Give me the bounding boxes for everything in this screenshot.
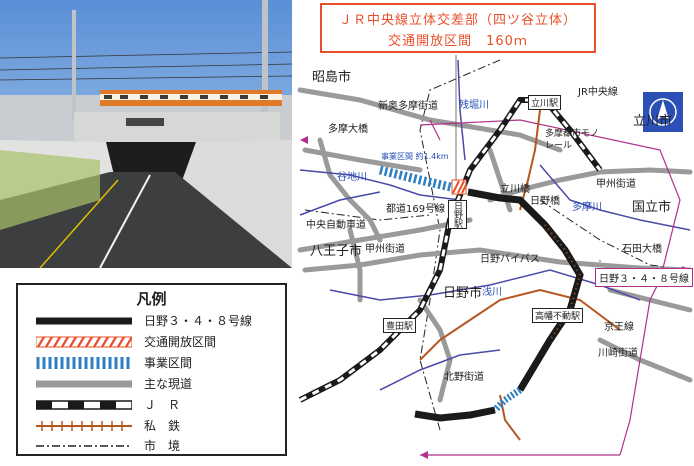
legend-title: 凡例 — [136, 290, 167, 308]
blue-striped-line-icon — [36, 357, 130, 369]
legend-item-opened: 交通開放区間 — [18, 332, 285, 352]
map-label-kunitachi: 国立市 — [632, 200, 672, 215]
map-label-tama-ohashi: 多摩大橋 — [328, 124, 368, 135]
map-label-keio-line: 京王線 — [604, 322, 634, 333]
legend-label: 主な現道 — [144, 377, 193, 391]
map-label-asa-river: 浅川 — [482, 287, 502, 298]
map-label-tachikawa: 立川市 — [633, 114, 673, 129]
legend-label: 市 境 — [144, 439, 181, 453]
underpass-photo-illustration — [0, 0, 292, 268]
map-label-tama-monorail: 多摩都市モノレール — [545, 129, 600, 151]
map-label-hachioji: 八王子市 — [310, 244, 363, 259]
gray-line-icon — [36, 380, 132, 388]
map-label-hino-bashi: 日野橋 — [530, 196, 560, 207]
map-label-shin-okutama: 新奥多摩街道 — [378, 101, 438, 112]
map-label-koshu-kaido-west: 甲州街道 — [365, 244, 405, 255]
legend-label: 日野３・４・８号線 — [144, 314, 253, 328]
jr-line-icon — [36, 400, 132, 410]
underpass-photo — [0, 0, 292, 268]
map-label-jigyo-kukan: 事業区間 約1.4km — [381, 152, 449, 161]
legend-label: 交通開放区間 — [144, 335, 217, 349]
map-label-takahata-fudo-station: 高幡不動駅 — [532, 308, 584, 323]
legend-item-route: 日野３・４・８号線 — [18, 311, 285, 331]
map-label-hino-station: 日野駅 — [448, 200, 467, 229]
map-label-hino-bypass: 日野バイパス — [480, 254, 540, 265]
boundary-line-icon — [36, 445, 132, 447]
area-map — [296, 0, 694, 462]
legend-item-jr: Ｊ Ｒ — [18, 395, 285, 415]
legend-item-project: 事業区間 — [18, 353, 285, 373]
title-line-2: 交通開放区間 160ｍ — [388, 34, 528, 49]
map-label-jr-chuo-line: JR中央線 — [578, 87, 618, 98]
map-label-chuo-expressway: 中央自動車道 — [306, 220, 366, 231]
map-label-hino: 日野市 — [443, 286, 483, 301]
map-label-tama-river: 多摩川 — [572, 202, 602, 213]
private-rail-line-icon — [36, 421, 132, 431]
north-arrow-icon — [643, 92, 683, 132]
map-label-zanbori-river: 残堀川 — [459, 100, 489, 111]
black-thick-line-icon — [36, 317, 132, 325]
legend-label: Ｊ Ｒ — [144, 398, 181, 412]
legend-item-boundary: 市 境 — [18, 436, 285, 456]
legend-item-private-rail: 私 鉄 — [18, 416, 285, 436]
north-arrow-glyph — [649, 98, 677, 126]
map-label-tachikawa-station: 立川駅 — [528, 95, 562, 110]
map-label-koshu-kaido-east: 甲州街道 — [596, 179, 636, 190]
map-label-toyoda-station: 豊田駅 — [383, 318, 417, 333]
legend-label: 事業区間 — [144, 356, 193, 370]
map-label-kitano-kaido: 北野街道 — [444, 372, 484, 383]
legend-label: 私 鉄 — [144, 419, 181, 433]
map-label-ishida-ohashi: 石田大橋 — [622, 244, 662, 255]
title-box: ＪＲ中央線立体交差部（四ツ谷立体） 交通開放区間 160ｍ — [320, 3, 596, 53]
legend-item-road: 主な現道 — [18, 374, 285, 394]
orange-hatched-line-icon — [36, 336, 132, 348]
map-label-tachikawa-bashi: 立川橋 — [500, 184, 530, 195]
map-label-route169: 都道169号線 — [386, 204, 446, 215]
legend: 凡例 日野３・４・８号線 交通開放区間 — [16, 283, 287, 456]
title-line-1: ＪＲ中央線立体交差部（四ツ谷立体） — [338, 13, 577, 28]
map-label-yachi-river: 谷地川 — [337, 172, 367, 183]
map-label-kawasaki-kaido: 川崎街道 — [598, 348, 638, 359]
route-badge: 日野３・４・８号線 — [595, 268, 693, 287]
map-label-akishima: 昭島市 — [312, 70, 352, 85]
map-canvas — [296, 0, 694, 462]
